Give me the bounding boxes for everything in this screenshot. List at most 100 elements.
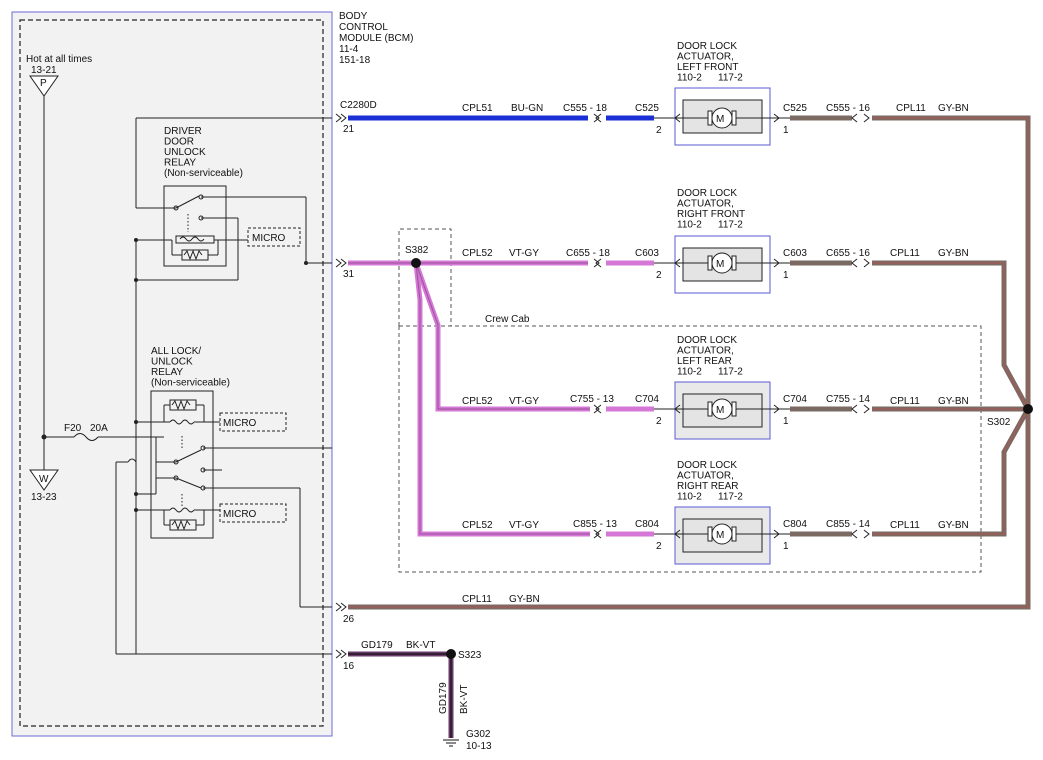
wire-gd179-label: GD179	[361, 640, 393, 651]
power-label: Hot at all times	[26, 54, 92, 65]
bcm-inner-dashed-box	[19, 19, 324, 727]
all-lock-relay-label: ALL LOCK/ UNLOCK RELAY (Non-serviceable)	[151, 346, 230, 389]
s302-splice	[1023, 404, 1033, 414]
out-connector-id: C804	[783, 519, 807, 530]
s382-label: S382	[405, 245, 429, 256]
wire-cpl11-label-lr: CPL11	[890, 396, 920, 407]
actuator-ref-2: 117-2	[718, 367, 743, 378]
in-pin: 2	[656, 125, 662, 136]
wire-cpl11-label-bcm: CPL11	[462, 594, 492, 605]
out-pin: 1	[783, 125, 789, 136]
actuator-ref-1: 110-2	[677, 73, 702, 84]
out-pin: 1	[783, 416, 789, 427]
wire-cpl52-label-lr: CPL52	[462, 396, 493, 407]
actuator-name-line: LEFT FRONT	[677, 62, 738, 73]
all-lock-micro-1	[219, 412, 287, 432]
motor-glyph: M	[716, 114, 724, 125]
in-pin: 2	[656, 541, 662, 552]
actuator-name-line: DOOR LOCK	[677, 460, 737, 471]
out-pin: 1	[783, 270, 789, 281]
out-connector-id: C525	[783, 103, 807, 114]
power-source-symbol	[29, 75, 59, 97]
actuator-ref-1: 110-2	[677, 220, 702, 231]
actuator-name-line: DOOR LOCK	[677, 335, 737, 346]
actuator-name-line: RIGHT FRONT	[677, 209, 745, 220]
g302-label: G302	[466, 729, 491, 740]
in-connector-label: C855 - 13	[573, 519, 617, 530]
actuator-name-line: ACTUATOR,	[677, 346, 734, 357]
in-connector-label: C555 - 18	[563, 103, 607, 114]
motor-glyph: M	[716, 259, 724, 270]
actuator-ref-2: 117-2	[718, 73, 743, 84]
crew-cab-label: Crew Cab	[485, 314, 530, 325]
wire-cpl11-label-rf: CPL11	[890, 248, 920, 259]
wire-cpl51-label: CPL51	[462, 103, 493, 114]
in-pin: 2	[656, 416, 662, 427]
wire-cpl52-label-rf: CPL52	[462, 248, 493, 259]
pin-26: 26	[343, 614, 355, 625]
wire-cpl52-label-rr: CPL52	[462, 520, 493, 531]
wire-gy-bn-label-rf: GY-BN	[938, 248, 969, 259]
in-connector-label: C755 - 13	[570, 394, 614, 405]
pin-21: 21	[343, 124, 355, 135]
in-connector-id: C603	[635, 248, 659, 259]
in-connector-label: C655 - 18	[566, 248, 610, 259]
in-connector-id: C525	[635, 103, 659, 114]
all-lock-micro-2-label: MICRO	[223, 509, 257, 520]
fuse-label: F20	[64, 423, 82, 434]
s382-splice	[411, 258, 421, 268]
s323-label: S323	[458, 650, 482, 661]
actuator-ref-1: 110-2	[677, 367, 702, 378]
pin-16: 16	[343, 661, 355, 672]
actuator-name-line: ACTUATOR,	[677, 52, 734, 63]
ground-ref: 13-23	[31, 492, 57, 503]
bcm-title: BODY CONTROL MODULE (BCM) 11-4 151-18	[339, 11, 416, 66]
motor-icon	[711, 107, 733, 129]
all-lock-relay-box	[150, 390, 214, 539]
s323-splice	[446, 649, 456, 659]
g302-ref: 10-13	[466, 741, 492, 752]
motor-glyph: M	[716, 530, 724, 541]
crew-cab-region	[398, 325, 982, 573]
in-connector-id: C704	[635, 394, 659, 405]
actuator-name-line: RIGHT REAR	[677, 481, 739, 492]
fuse-symbol	[73, 433, 99, 441]
motor-icon	[711, 523, 733, 545]
out-connector-label: C655 - 16	[826, 248, 870, 259]
s302-label: S302	[987, 417, 1011, 428]
wire-cpl11-label-rr: CPL11	[890, 520, 920, 531]
power-glyph: P	[40, 78, 47, 89]
s382-splice-region	[398, 228, 452, 326]
pin-31: 31	[343, 269, 355, 280]
bcm-module-box	[11, 11, 333, 737]
out-connector-id: C603	[783, 248, 807, 259]
power-ref: 13-21	[31, 65, 57, 76]
all-lock-micro-1-label: MICRO	[223, 418, 257, 429]
driver-relay-micro	[247, 227, 301, 247]
wire-vt-gy-label-lr: VT-GY	[509, 396, 539, 407]
wire-gy-bn-label-bcm: GY-BN	[509, 594, 540, 605]
actuator-name-line: ACTUATOR,	[677, 471, 734, 482]
driver-relay-box	[163, 185, 227, 267]
wire-bk-vt-label: BK-VT	[406, 640, 435, 651]
wire-bk-vt-vertical-label: BK-VT	[459, 685, 470, 714]
actuator-name-line: LEFT REAR	[677, 356, 732, 367]
wire-gy-bn-label-rr: GY-BN	[938, 520, 969, 531]
out-connector-label: C555 - 16	[826, 103, 870, 114]
driver-relay-label: DRIVER DOOR UNLOCK RELAY (Non-serviceabl…	[164, 126, 243, 179]
actuator-ref-1: 110-2	[677, 492, 702, 503]
motor-icon	[711, 252, 733, 274]
all-lock-micro-2	[219, 503, 287, 523]
ground-symbol	[29, 469, 59, 491]
g302-ground-symbol	[443, 739, 459, 747]
motor-glyph: M	[716, 405, 724, 416]
wire-gd179-vertical-label: GD179	[438, 682, 449, 714]
pin-21-connector: C2280D	[340, 100, 377, 111]
wire-bu-gn-label: BU-GN	[511, 103, 543, 114]
actuator-ref-2: 117-2	[718, 220, 743, 231]
out-pin: 1	[783, 541, 789, 552]
